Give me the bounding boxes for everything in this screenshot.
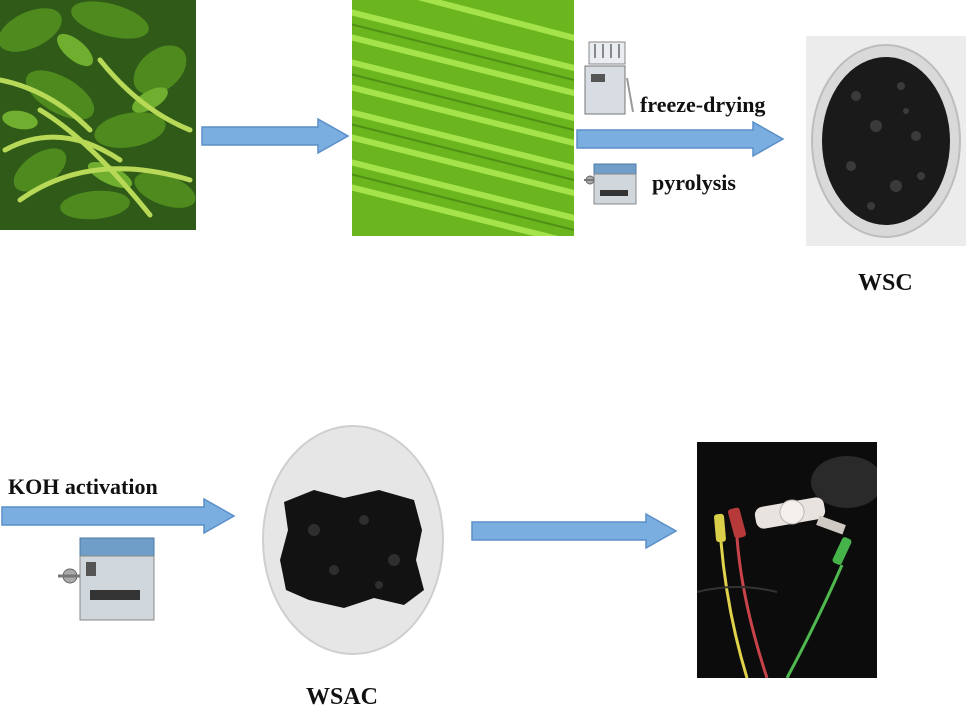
device-test-photo [697,442,877,678]
water-spinach-photo [0,0,196,230]
arrow-wsc-to-wsac [0,497,236,535]
arrow-wsac-to-device [470,512,678,550]
freeze-dryer-icon [583,38,635,118]
stems-photo [352,0,574,236]
freeze-drying-label: freeze-drying [640,92,766,117]
tube-furnace-icon-koh [58,532,158,624]
pyrolysis-label: pyrolysis [652,170,736,195]
wsc-label: WSC [858,270,913,296]
wsac-label: WSAC [306,684,379,710]
wsac-dish-photo [254,420,452,660]
arrow-stems-to-wsc [575,120,785,158]
tube-furnace-icon [584,160,640,208]
wsc-dish-photo [806,36,966,246]
koh-activation-label: KOH activation [8,474,158,499]
arrow-wash-to-stems [200,117,350,155]
